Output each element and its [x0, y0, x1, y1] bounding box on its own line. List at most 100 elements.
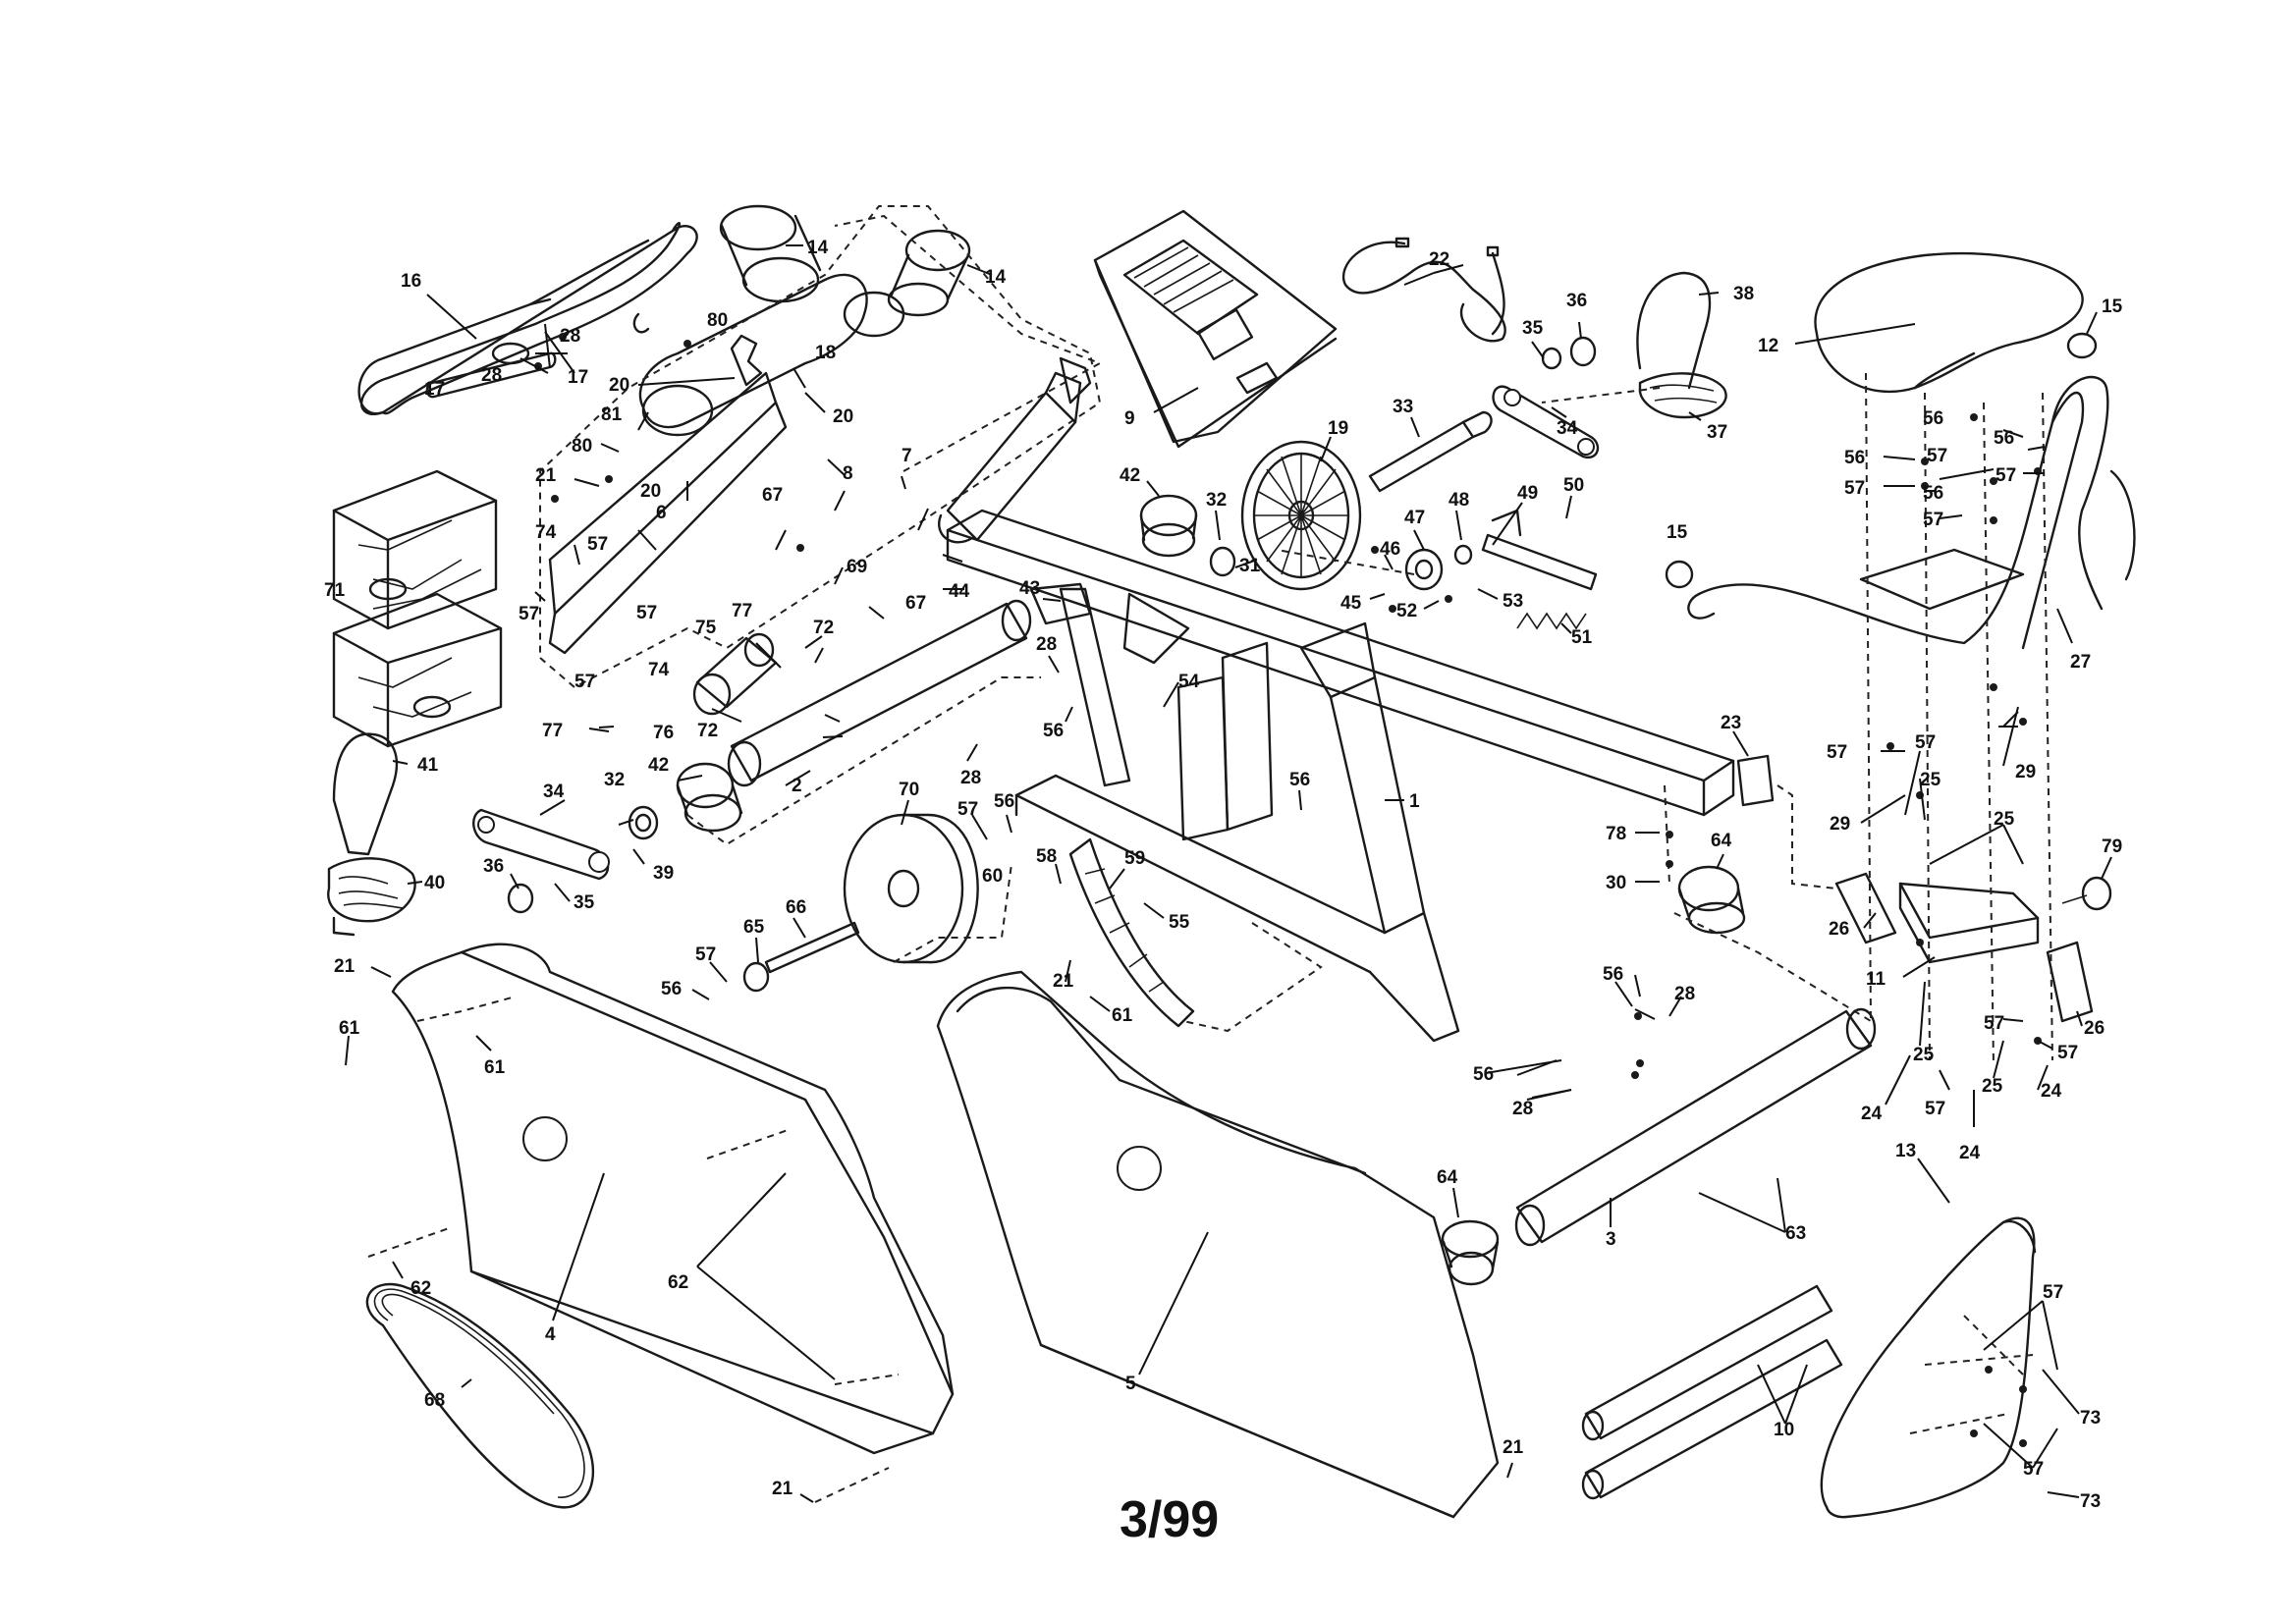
callout-36: 36	[483, 856, 504, 877]
callout-10: 10	[1774, 1420, 1794, 1440]
part-idler-pulley	[1404, 544, 1473, 591]
part-seat-slide-bracket-26a	[1834, 872, 1897, 944]
callout-5: 5	[1125, 1374, 1136, 1394]
callout-80: 80	[707, 310, 728, 331]
callout-45: 45	[1340, 593, 1362, 614]
callout-33: 33	[1393, 397, 1413, 417]
part-end-cap-42b	[1139, 494, 1198, 558]
callout-73: 73	[2080, 1491, 2101, 1512]
callout-69: 69	[847, 557, 867, 577]
callout-16: 16	[401, 271, 421, 292]
callout-20: 20	[609, 375, 629, 396]
part-end-plug-15b	[1665, 560, 1694, 589]
part-cap-36a	[507, 883, 534, 914]
callout-31: 31	[1239, 556, 1261, 576]
callout-51: 51	[1571, 627, 1593, 648]
part-tension-spring	[1516, 612, 1587, 630]
callout-53: 53	[1503, 591, 1523, 612]
callout-74: 74	[648, 660, 670, 680]
callout-15: 15	[2102, 297, 2123, 317]
callout-57: 57	[1915, 732, 1936, 753]
callout-57: 57	[636, 603, 657, 623]
part-crank-axle	[1368, 410, 1493, 493]
callout-63: 63	[1785, 1223, 1806, 1244]
callout-80: 80	[572, 436, 592, 457]
callout-78: 78	[1606, 824, 1626, 844]
callout-61: 61	[339, 1018, 360, 1039]
callout-28: 28	[1674, 984, 1695, 1004]
callout-57: 57	[587, 534, 608, 555]
callout-26: 26	[2084, 1018, 2105, 1039]
callout-11: 11	[1866, 969, 1886, 990]
part-end-plug-15a	[2066, 332, 2098, 359]
callout-17: 17	[424, 379, 445, 400]
callout-57: 57	[1984, 1013, 2004, 1034]
part-idler-arm	[1481, 509, 1598, 591]
callout-61: 61	[1112, 1005, 1133, 1026]
callout-15: 15	[1667, 522, 1688, 543]
callout-41: 41	[417, 755, 439, 776]
part-console	[1093, 209, 1338, 449]
callout-25: 25	[1982, 1076, 2003, 1097]
part-rear-cover	[1820, 1216, 2037, 1519]
callout-22: 22	[1429, 249, 1449, 270]
callout-28: 28	[481, 365, 502, 386]
callout-28: 28	[960, 768, 981, 788]
callout-57: 57	[1925, 1099, 1945, 1119]
callout-29: 29	[1830, 814, 1850, 835]
callout-52: 52	[1396, 601, 1417, 621]
callout-29: 29	[2015, 762, 2036, 782]
callout-68: 68	[424, 1390, 445, 1411]
part-seat-slide-11	[1898, 882, 2040, 964]
part-flywheel-axle	[764, 921, 860, 974]
part-bearing-32a	[628, 805, 659, 840]
callout-56: 56	[994, 791, 1014, 812]
callout-14: 14	[807, 238, 829, 258]
callout-71: 71	[324, 580, 346, 601]
callout-42: 42	[1120, 465, 1140, 486]
part-wire-harness	[1342, 237, 1506, 343]
callout-20: 20	[640, 481, 661, 502]
part-crossbar-tube-2	[727, 599, 1032, 787]
callout-60: 60	[982, 866, 1003, 887]
callout-56: 56	[1043, 721, 1064, 741]
callout-67: 67	[762, 485, 783, 506]
part-pedal-left	[327, 857, 416, 937]
part-crank-arm-left	[472, 808, 610, 881]
part-roller-75	[692, 632, 778, 716]
alignment-lines	[367, 372, 2053, 1503]
part-kit-box-lower	[332, 592, 503, 748]
callout-9: 9	[1124, 408, 1135, 429]
part-upright-housing	[638, 273, 905, 437]
callout-13: 13	[1895, 1141, 1916, 1161]
callout-56: 56	[1603, 964, 1623, 985]
callout-62: 62	[410, 1278, 431, 1299]
callout-54: 54	[1178, 672, 1200, 692]
callout-57: 57	[2023, 1459, 2044, 1480]
callout-49: 49	[1517, 483, 1538, 504]
callout-35: 35	[1522, 318, 1544, 339]
part-drive-belt	[365, 1283, 594, 1509]
part-main-frame	[946, 509, 1735, 1043]
callout-56: 56	[1473, 1064, 1494, 1085]
callout-21: 21	[334, 956, 355, 977]
callout-25: 25	[1920, 770, 1941, 790]
callout-46: 46	[1380, 539, 1400, 560]
sheet-identifier: 3/99	[1120, 1491, 1219, 1548]
callout-leaders	[345, 244, 2112, 1503]
callout-8: 8	[843, 463, 853, 484]
callout-59: 59	[1124, 848, 1145, 869]
callout-14: 14	[985, 267, 1007, 288]
callout-17: 17	[568, 367, 588, 388]
callout-56: 56	[1994, 428, 2014, 449]
part-hand-grip-right	[887, 229, 971, 317]
part-handlebar-front	[357, 222, 698, 415]
callout-24: 24	[1959, 1143, 1981, 1163]
callout-42: 42	[648, 755, 669, 776]
callout-21: 21	[535, 465, 557, 486]
part-brake-pad	[1068, 837, 1195, 1028]
callout-61: 61	[484, 1057, 506, 1078]
callout-50: 50	[1563, 475, 1584, 496]
part-side-shield-left	[391, 943, 955, 1455]
callout-65: 65	[743, 917, 765, 938]
